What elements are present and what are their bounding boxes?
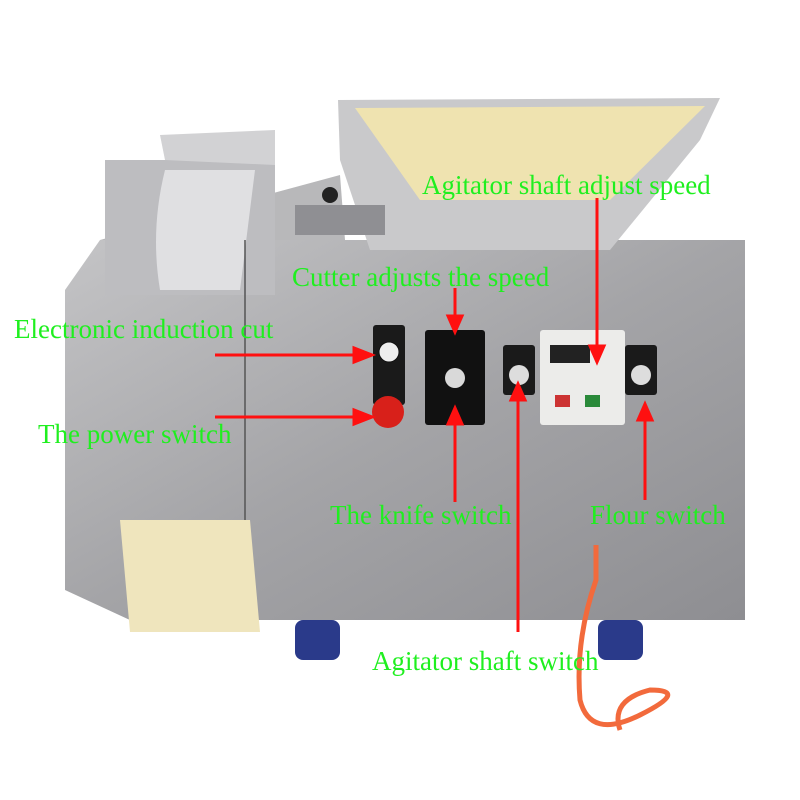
wheel [295, 620, 340, 660]
label-cutter-speed: Cutter adjusts the speed [292, 262, 550, 292]
hopper-knob [322, 187, 338, 203]
cutter-feed [160, 130, 275, 165]
power-cord [576, 545, 671, 731]
hopper-bracket [295, 205, 385, 235]
label-agitator-switch: Agitator shaft switch [372, 646, 599, 676]
emergency-stop-button [372, 396, 404, 428]
cutter-guard [156, 170, 255, 290]
arrows [215, 198, 655, 632]
output-tray [120, 520, 260, 632]
wheel [598, 620, 643, 660]
switch-box [373, 325, 405, 405]
inverter [540, 330, 625, 425]
label-power-switch: The power switch [38, 419, 232, 449]
label-knife-switch: The knife switch [330, 500, 512, 530]
label-induction-cut: Electronic induction cut [14, 314, 274, 344]
label-agitator-speed: Agitator shaft adjust speed [422, 170, 711, 200]
hopper-inner [355, 106, 705, 200]
label-flour-switch: Flour switch [590, 500, 726, 530]
